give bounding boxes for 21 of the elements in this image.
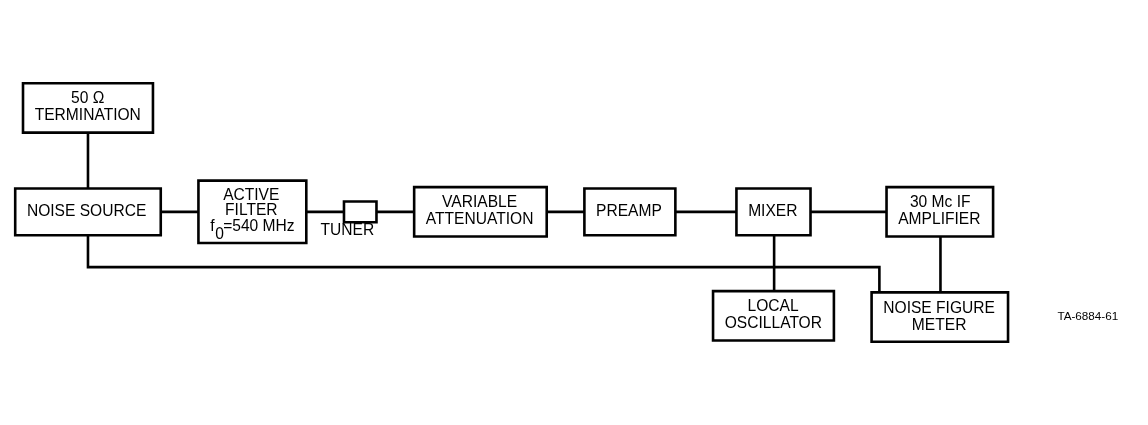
label: TA-6884-61 [1057, 308, 1119, 322]
node-box: VARIABLE ATTENUATION [412, 185, 548, 238]
connector [376, 210, 414, 214]
connector [86, 235, 881, 293]
node-box: NOISE SOURCE [13, 187, 163, 237]
connector [161, 210, 199, 214]
node-box: PREAMP [583, 187, 677, 237]
node-box: MIXER [735, 187, 812, 237]
node-box: LOCAL OSCILLATOR [711, 289, 836, 342]
node-box [342, 200, 378, 224]
node-label: TUNER [320, 220, 375, 238]
connector [546, 210, 585, 214]
node-box: 50 Ω TERMINATION [21, 81, 155, 134]
connector [86, 133, 90, 189]
connector [939, 236, 942, 293]
connector [810, 210, 887, 214]
connector [306, 210, 344, 214]
connector [675, 210, 737, 214]
node-box: 30 Mc IF AMPLIFIER [885, 185, 995, 238]
connector [772, 235, 776, 291]
node-box: NOISE FIGURE METER [870, 291, 1010, 344]
